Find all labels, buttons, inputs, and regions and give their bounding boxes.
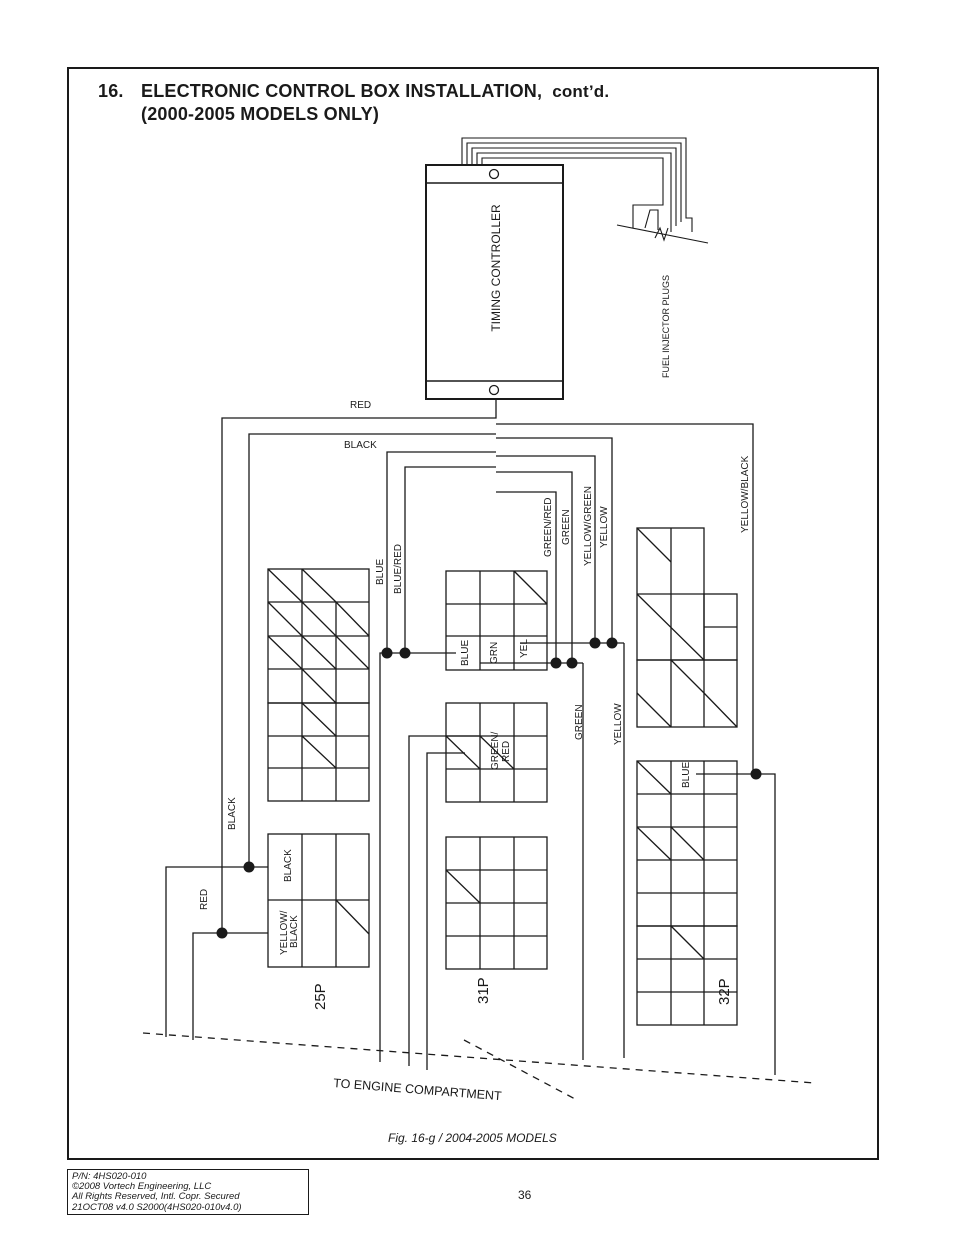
label-lower-red: RED bbox=[199, 889, 210, 910]
injector-label: FUEL INJECTOR PLUGS bbox=[661, 275, 671, 378]
controller-label: TIMING CONTROLLER bbox=[489, 204, 503, 332]
section-heading: 16. ELECTRONIC CONTROL BOX INSTALLATION, c… bbox=[98, 80, 609, 125]
pin-yel: YEL bbox=[519, 639, 530, 658]
section-subtitle: (2000-2005 MODELS ONLY) bbox=[141, 104, 380, 124]
label-lower-green: GREEN bbox=[574, 704, 585, 740]
engine-compartment-boundary bbox=[142, 1032, 816, 1101]
mount-hole-icon bbox=[488, 168, 500, 180]
connector-31p: BLUE GRN YEL GREEN/ RED 31P bbox=[445, 570, 548, 1004]
engine-compartment-label: TO ENGINE COMPARTMENT bbox=[333, 1076, 503, 1103]
pin-blue-32: BLUE bbox=[681, 762, 692, 788]
label-red: RED bbox=[350, 400, 371, 411]
pin-grn: GRN bbox=[489, 642, 500, 664]
pin-green-red-2: RED bbox=[501, 741, 512, 762]
label-green-red: GREEN/RED bbox=[543, 498, 554, 557]
pin-black: BLACK bbox=[283, 849, 294, 882]
connector-32p-label: 32P bbox=[716, 978, 733, 1005]
pin-green-red-1: GREEN/ bbox=[490, 731, 501, 770]
copyright: ©2008 Vortech Engineering, LLC bbox=[72, 1181, 212, 1193]
rights: All Rights Reserved, Intl. Copr. Secured bbox=[72, 1191, 240, 1203]
connector-31p-label: 31P bbox=[475, 977, 492, 1004]
label-lower-black: BLACK bbox=[227, 797, 238, 830]
label-yellow-black: YELLOW/BLACK bbox=[740, 455, 751, 533]
timing-controller: TIMING CONTROLLER bbox=[425, 164, 564, 400]
connector-25p: BLACK YELLOW/ BLACK 25P bbox=[267, 568, 370, 1010]
injector-harness: FUEL INJECTOR PLUGS bbox=[461, 137, 709, 378]
page-number: 36 bbox=[518, 1188, 532, 1202]
label-yellow-green: YELLOW/GREEN bbox=[583, 486, 594, 566]
pin-blue-31: BLUE bbox=[460, 640, 471, 666]
revision: 21OCT08 v4.0 S2000(4HS020-010v4.0) bbox=[72, 1201, 242, 1213]
label-blue: BLUE bbox=[375, 559, 386, 585]
section-title: ELECTRONIC CONTROL BOX INSTALLATION, bbox=[141, 81, 543, 101]
connector-32p: BLUE 32P bbox=[636, 527, 738, 1026]
label-black: BLACK bbox=[344, 440, 377, 451]
label-blue-red: BLUE/RED bbox=[393, 544, 404, 594]
label-green: GREEN bbox=[561, 509, 572, 545]
connector-25p-label: 25P bbox=[312, 983, 329, 1010]
splice-points bbox=[216, 637, 762, 939]
mount-hole-icon bbox=[488, 384, 500, 396]
section-number: 16. bbox=[98, 81, 124, 101]
pin-yellow-black-2: BLACK bbox=[289, 915, 300, 948]
part-number: P/N: 4HS020-010 bbox=[72, 1171, 147, 1182]
page-frame bbox=[67, 67, 879, 1160]
pin-yellow-black-1: YELLOW/ bbox=[279, 910, 290, 955]
figure-caption: Fig. 16-g / 2004-2005 MODELS bbox=[388, 1131, 557, 1145]
splice-wires bbox=[165, 642, 776, 1075]
label-lower-yellow: YELLOW bbox=[613, 703, 624, 745]
footer-box: P/N: 4HS020-010 ©2008 Vortech Engineerin… bbox=[67, 1169, 309, 1215]
controller-wires bbox=[221, 399, 754, 933]
section-title-suffix: cont’d. bbox=[552, 82, 610, 101]
label-yellow: YELLOW bbox=[599, 506, 610, 548]
